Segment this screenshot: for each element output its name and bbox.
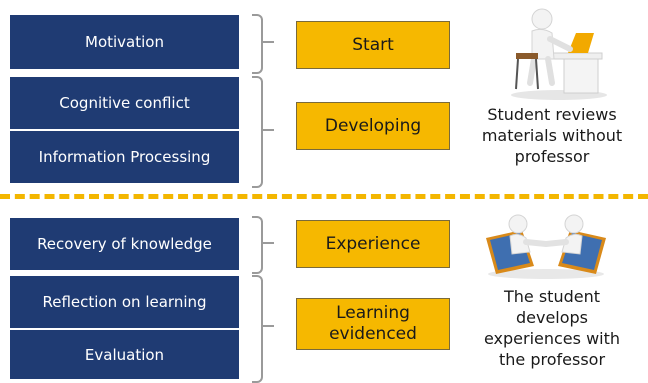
brace-experience-nub: [262, 242, 274, 244]
handshake-laptops-icon: [486, 214, 606, 279]
stage-learning-line-1: Learning: [336, 303, 410, 323]
brace-learning-evidenced-nub: [262, 325, 274, 327]
note-bottom-line-2: develops: [515, 308, 589, 327]
phase-evaluation: Evaluation: [10, 330, 239, 379]
student-at-desk-icon: [511, 8, 607, 100]
stage-learning-evidenced: Learning evidenced: [296, 298, 450, 350]
note-top: Student reviews materials without profes…: [462, 104, 642, 167]
note-bottom: The student develops experiences with th…: [476, 286, 628, 370]
stage-developing: Developing: [296, 102, 450, 150]
brace-developing: [252, 76, 263, 188]
note-bottom-line-1: The student: [503, 287, 600, 306]
stage-learning-line-2: evidenced: [329, 324, 417, 344]
note-top-line-2: materials without: [481, 126, 623, 145]
note-top-line-1: Student reviews: [487, 105, 617, 124]
phase-cognitive-conflict: Cognitive conflict: [10, 77, 239, 129]
brace-developing-nub: [262, 129, 274, 131]
phase-motivation: Motivation: [10, 15, 239, 69]
stage-experience: Experience: [296, 220, 450, 268]
brace-start: [252, 14, 263, 74]
phase-information-processing: Information Processing: [10, 131, 239, 183]
stage-start: Start: [296, 21, 450, 69]
phase-recovery-of-knowledge: Recovery of knowledge: [10, 218, 239, 270]
section-divider: [0, 194, 648, 199]
brace-start-nub: [262, 41, 274, 43]
note-top-line-3: professor: [514, 147, 590, 166]
brace-experience: [252, 216, 263, 274]
note-bottom-line-3: experiences with: [483, 329, 621, 348]
phase-reflection-on-learning: Reflection on learning: [10, 276, 239, 328]
note-bottom-line-4: the professor: [498, 350, 606, 369]
brace-learning-evidenced: [252, 275, 263, 383]
